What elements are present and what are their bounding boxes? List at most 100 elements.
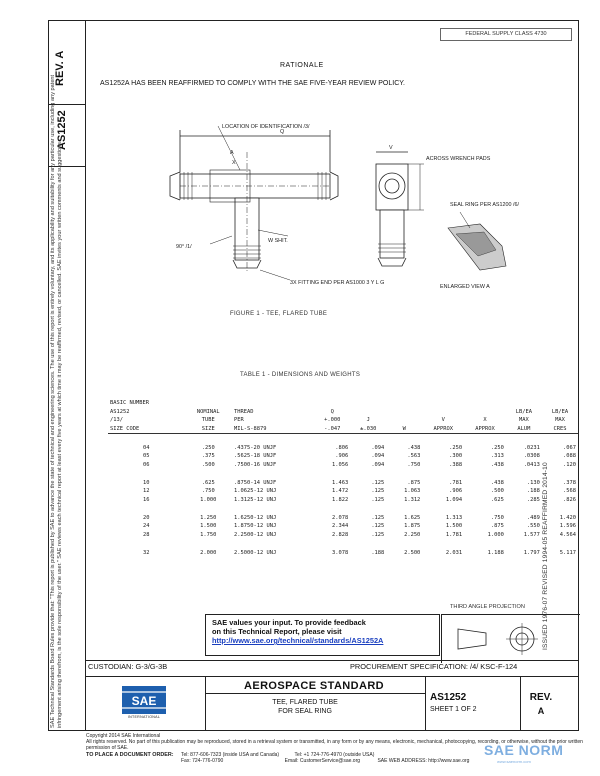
table-header-cell: PER bbox=[234, 417, 244, 424]
sae-international: INTERNATIONAL bbox=[127, 715, 161, 719]
table-header-cell: LB/EA bbox=[551, 408, 569, 415]
table-cell: 12 bbox=[142, 488, 150, 495]
rationale-text: AS1252A HAS BEEN REAFFIRMED TO COMPLY WI… bbox=[100, 80, 405, 87]
table-cell: .438 bbox=[490, 461, 504, 468]
table-header-cell bbox=[464, 406, 506, 414]
subtitle-line2: FOR SEAL RING bbox=[278, 708, 332, 715]
table-header-cell: -.047 bbox=[324, 425, 341, 432]
table-cell: 2.000 bbox=[200, 550, 217, 557]
table-cell: .806 bbox=[335, 444, 349, 451]
fitting-end-label: 3X FITTING END PER AS1000 3 Y L G bbox=[290, 280, 384, 286]
seal-ring-label: SEAL RING PER AS1200 /6/ bbox=[450, 202, 520, 208]
table-cell: 16 bbox=[142, 496, 150, 503]
feedback-link[interactable]: http://www.sae.org/technical/standards/A… bbox=[212, 636, 384, 645]
table-cell: 1.094 bbox=[445, 496, 463, 503]
table-cell: .625 bbox=[201, 479, 215, 486]
table-cell: .750 bbox=[201, 488, 215, 495]
table-cell: .563 bbox=[407, 453, 421, 460]
table-cell: .7500-16 UNJF bbox=[234, 461, 277, 468]
table-cell: 2.2500-12 UNJ bbox=[234, 531, 277, 538]
table-header-cell bbox=[386, 415, 422, 423]
table-cell: .875 bbox=[407, 479, 421, 486]
table-cell: 1.313 bbox=[445, 515, 463, 522]
table-cell: .300 bbox=[449, 453, 463, 460]
table-cell: 1.188 bbox=[487, 550, 504, 557]
tel-intl: Tel: +1 724-776-4970 (outside USA) bbox=[294, 751, 375, 758]
table-cell: 1.056 bbox=[332, 461, 349, 468]
table-cell: .750 bbox=[407, 461, 421, 468]
table-header-cell: MIL-S-8879 bbox=[234, 425, 267, 432]
table-cell: 24 bbox=[142, 523, 150, 530]
third-angle-projection-icon bbox=[457, 623, 538, 655]
table-cell: .388 bbox=[449, 461, 463, 468]
table-header-cell: W bbox=[402, 425, 406, 432]
table-cell: .125 bbox=[371, 496, 385, 503]
table-cell: 05 bbox=[142, 453, 150, 460]
watermark: SAE NORM bbox=[484, 742, 564, 758]
document-subtitle: TEE, FLARED TUBE FOR SEAL RING bbox=[250, 698, 360, 716]
table-header-cell: J bbox=[366, 417, 370, 424]
side-column bbox=[48, 20, 86, 731]
table-row: 05.375.5625-18 UNJF.906.094.563.300.313.… bbox=[108, 452, 578, 460]
document-number: AS1252 bbox=[430, 692, 467, 703]
aerospace-standard-title: AEROSPACE STANDARD bbox=[244, 680, 385, 692]
sae-logo-icon: SAE bbox=[122, 686, 166, 714]
table-header-cell bbox=[314, 398, 350, 406]
table-header-cell: Q bbox=[330, 408, 334, 415]
feedback-line1: SAE values your input. To provide feedba… bbox=[212, 618, 366, 627]
table-header-cell: X bbox=[483, 417, 487, 424]
table-cell: 28 bbox=[142, 531, 150, 538]
table-cell: 2.031 bbox=[445, 550, 463, 557]
table-cell: 1.000 bbox=[487, 531, 504, 538]
table-cell: 1.822 bbox=[332, 496, 349, 503]
table-title: TABLE 1 - DIMENSIONS AND WEIGHTS bbox=[240, 372, 361, 378]
table-header-cell bbox=[464, 398, 506, 406]
table-cell: .500 bbox=[201, 461, 215, 468]
table-header-cell bbox=[386, 398, 422, 406]
angle-label: 90° /1/ bbox=[176, 244, 192, 250]
table-cell: .125 bbox=[371, 531, 385, 538]
watermark-sub: www.saenorm.com bbox=[497, 759, 531, 764]
table-header-cell bbox=[184, 398, 232, 406]
table-header-cell bbox=[542, 398, 578, 406]
table-header-cell: AS1252 bbox=[110, 408, 130, 415]
table-cell: 04 bbox=[142, 444, 150, 451]
table-header-cell: SIZE CODE bbox=[110, 425, 140, 432]
table-header-cell: APPROX bbox=[475, 425, 495, 432]
feedback-line2: on this Technical Report, please visit bbox=[212, 627, 342, 636]
table-cell: .378 bbox=[563, 479, 576, 486]
table-header-cell bbox=[386, 406, 422, 414]
table-cell: 1.500 bbox=[445, 523, 463, 530]
table-header-cell bbox=[232, 398, 314, 406]
projection-label: THIRD ANGLE PROJECTION bbox=[450, 604, 525, 610]
tee-fitting-drawing: LOCATION OF IDENTIFICATION /3/ Q A X W S… bbox=[169, 124, 520, 290]
table-cell: .375 bbox=[201, 453, 215, 460]
custodian: CUSTODIAN: G-3/G-3B bbox=[88, 662, 168, 671]
subtitle-line1: TEE, FLARED TUBE bbox=[272, 699, 338, 706]
divider bbox=[425, 676, 426, 731]
table-cell: 2.250 bbox=[404, 531, 421, 538]
divider bbox=[85, 660, 579, 661]
table-cell: .125 bbox=[371, 479, 385, 486]
table-cell: 1.420 bbox=[559, 515, 576, 522]
tel: Tel: 877-606-7323 (inside USA and Canada… bbox=[180, 751, 280, 758]
figure-caption: FIGURE 1 - TEE, FLARED TUBE bbox=[230, 311, 328, 317]
table-cell: .188 bbox=[371, 550, 385, 557]
table-cell: .500 bbox=[490, 488, 504, 495]
table-cell: .625 bbox=[490, 496, 504, 503]
table-cell: 1.3125-12 UNJ bbox=[234, 496, 277, 503]
table-row: 04.250.4375-20 UNJF.806.094.438.250.250.… bbox=[108, 444, 578, 452]
table-header-cell: ±.030 bbox=[360, 425, 377, 432]
side-divider bbox=[48, 104, 86, 105]
table-cell: 1.625 bbox=[404, 515, 421, 522]
table-cell: .8750-14 UNJF bbox=[234, 479, 277, 486]
table-header-rule bbox=[108, 431, 578, 434]
